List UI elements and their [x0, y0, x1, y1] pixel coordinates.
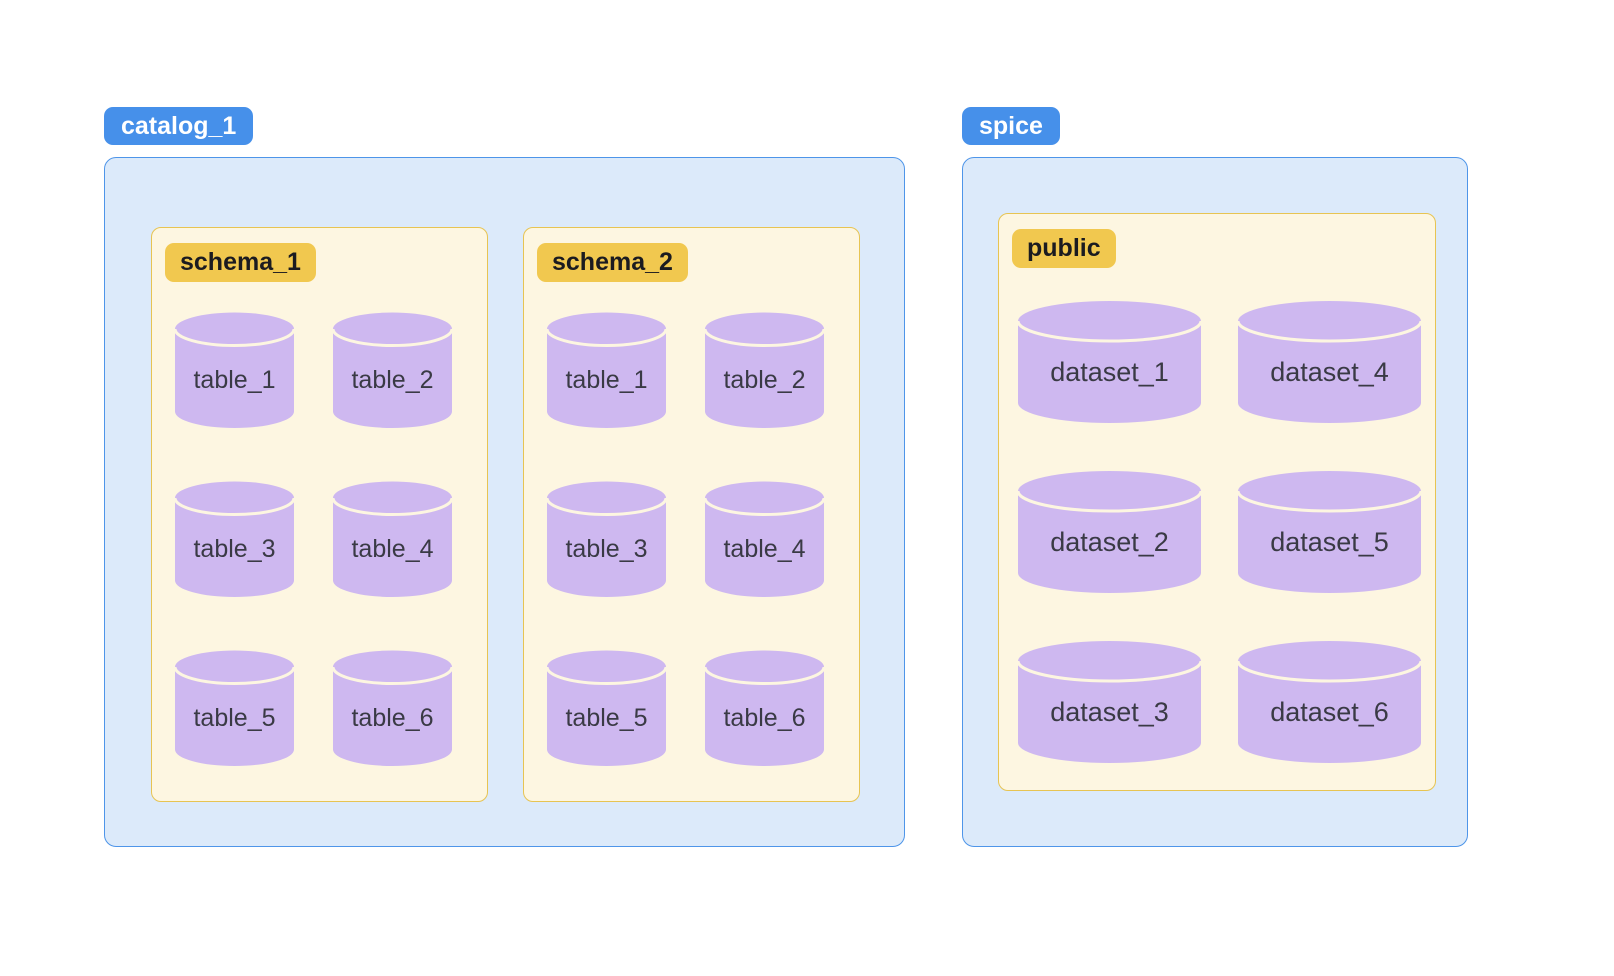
table-label: table_4: [723, 535, 806, 563]
table-cylinder: table_5: [174, 650, 295, 767]
schema-2-badge: schema_2: [537, 243, 688, 282]
dataset-cylinder: dataset_6: [1237, 640, 1422, 764]
table-cylinder: table_2: [704, 312, 825, 429]
spice-badge: spice: [962, 107, 1060, 145]
public-dataset-grid: dataset_1 dataset_2 dataset_3 dataset_4 …: [1017, 300, 1422, 764]
table-label: table_1: [565, 366, 648, 394]
table-label: table_3: [565, 535, 648, 563]
table-cylinder: table_2: [332, 312, 453, 429]
dataset-cylinder: dataset_5: [1237, 470, 1422, 594]
table-cylinder: table_6: [704, 650, 825, 767]
table-cylinder: table_5: [546, 650, 667, 767]
table-label: table_1: [193, 366, 276, 394]
schema-box-2: schema_2 table_1 table_2 table_3 table_4: [523, 227, 860, 802]
schema-box-1: schema_1 table_1 table_2 table_3 table_4: [151, 227, 488, 802]
table-cylinder: table_3: [174, 481, 295, 598]
dataset-label: dataset_3: [1050, 696, 1169, 727]
dataset-cylinder: dataset_2: [1017, 470, 1202, 594]
schema-1-badge: schema_1: [165, 243, 316, 282]
dataset-label: dataset_2: [1050, 526, 1169, 557]
table-label: table_2: [723, 366, 806, 394]
public-badge: public: [1012, 229, 1116, 268]
schema-2-table-grid: table_1 table_2 table_3 table_4 table_5: [546, 312, 825, 767]
schema-box-public: public dataset_1 dataset_2 dataset_3 dat…: [998, 213, 1436, 791]
table-label: table_6: [351, 704, 434, 732]
dataset-label: dataset_1: [1050, 356, 1169, 387]
dataset-label: dataset_6: [1270, 696, 1389, 727]
catalog-container: schema_1 table_1 table_2 table_3 table_4: [104, 157, 905, 847]
table-cylinder: table_6: [332, 650, 453, 767]
catalog-badge: catalog_1: [104, 107, 254, 145]
table-label: table_6: [723, 704, 806, 732]
spice-container: public dataset_1 dataset_2 dataset_3 dat…: [962, 157, 1468, 847]
table-label: table_5: [193, 704, 276, 732]
table-cylinder: table_1: [546, 312, 667, 429]
dataset-label: dataset_5: [1270, 526, 1389, 557]
dataset-cylinder: dataset_4: [1237, 300, 1422, 424]
table-cylinder: table_4: [332, 481, 453, 598]
table-label: table_2: [351, 366, 434, 394]
table-label: table_3: [193, 535, 276, 563]
table-cylinder: table_4: [704, 481, 825, 598]
table-label: table_5: [565, 704, 648, 732]
table-label: table_4: [351, 535, 434, 563]
dataset-label: dataset_4: [1270, 356, 1389, 387]
dataset-cylinder: dataset_1: [1017, 300, 1202, 424]
dataset-cylinder: dataset_3: [1017, 640, 1202, 764]
table-cylinder: table_3: [546, 481, 667, 598]
schema-1-table-grid: table_1 table_2 table_3 table_4 table_5: [174, 312, 453, 767]
table-cylinder: table_1: [174, 312, 295, 429]
